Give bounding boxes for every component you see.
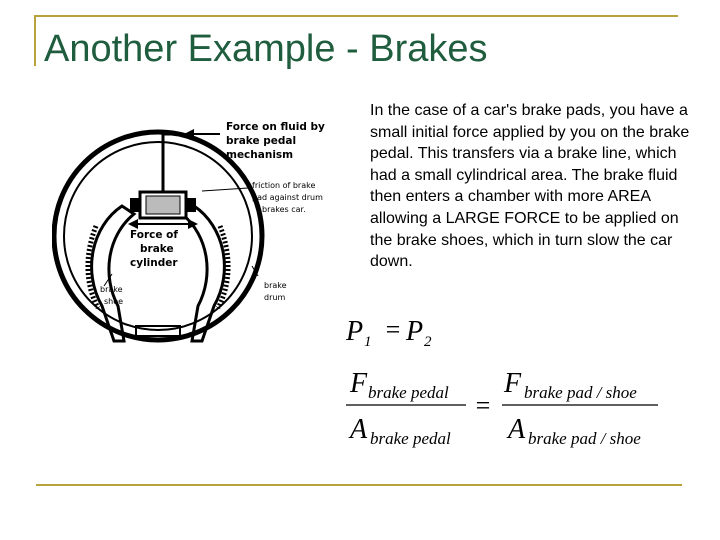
label-brake-shoe-2: shoe — [104, 297, 123, 306]
eq-p-equals: = — [384, 315, 402, 344]
label-force-cylinder-3: cylinder — [130, 257, 178, 269]
left-lining — [85, 225, 101, 310]
eq-p1-sub: 1 — [364, 334, 372, 350]
brake-drum-inner — [63, 141, 253, 331]
label-brake-drum-2: drum — [264, 293, 285, 302]
label-force-fluid-3: mechanism — [226, 149, 293, 161]
eq-frac-equals: = — [474, 391, 492, 420]
slide-title: Another Example - Brakes — [44, 28, 488, 70]
eq-f-left-sub: brake pedal — [368, 383, 449, 402]
eq-a-left-sub: brake pedal — [370, 429, 451, 448]
cylinder-fluid — [145, 195, 181, 215]
top-divider — [34, 15, 678, 17]
eq-p1: P — [345, 316, 363, 347]
bottom-divider — [36, 484, 682, 486]
eq-f-left: F — [349, 368, 368, 399]
label-force-fluid-1: Force on fluid by — [226, 121, 325, 133]
label-friction-3: brakes car. — [262, 205, 306, 214]
eq-a-right: A — [506, 414, 526, 445]
left-piston — [130, 198, 140, 212]
label-friction-2: pad against drum — [252, 193, 323, 202]
label-force-cylinder-2: brake — [140, 243, 174, 255]
eq-a-left: A — [348, 414, 368, 445]
anchor-pin — [135, 325, 181, 337]
eq-p2-sub: 2 — [424, 334, 432, 350]
right-brake-shoe — [179, 204, 226, 343]
pressure-equations: P 1 = P 2 F brake pedal A brake pedal = … — [345, 315, 658, 448]
eq-f-right: F — [503, 368, 522, 399]
label-brake-shoe-1: brake — [100, 285, 123, 294]
right-lining — [215, 225, 231, 310]
label-force-cylinder-1: Force of — [130, 229, 178, 241]
brake-diagram: Force on fluid by brake pedal mechanism … — [52, 121, 325, 343]
eq-p2: P — [405, 316, 423, 347]
eq-a-right-sub: brake pad / shoe — [528, 429, 641, 448]
label-friction-1: friction of brake — [252, 181, 315, 190]
brake-drum-outer — [52, 129, 265, 343]
left-brake-shoe — [90, 204, 137, 343]
right-piston — [186, 198, 196, 212]
left-accent-bar — [34, 15, 36, 66]
explanation-paragraph: In the case of a car's brake pads, you h… — [370, 102, 690, 271]
label-brake-drum-1: brake — [264, 281, 287, 290]
label-force-fluid-2: brake pedal — [226, 135, 296, 147]
eq-f-right-sub: brake pad / shoe — [524, 383, 637, 402]
